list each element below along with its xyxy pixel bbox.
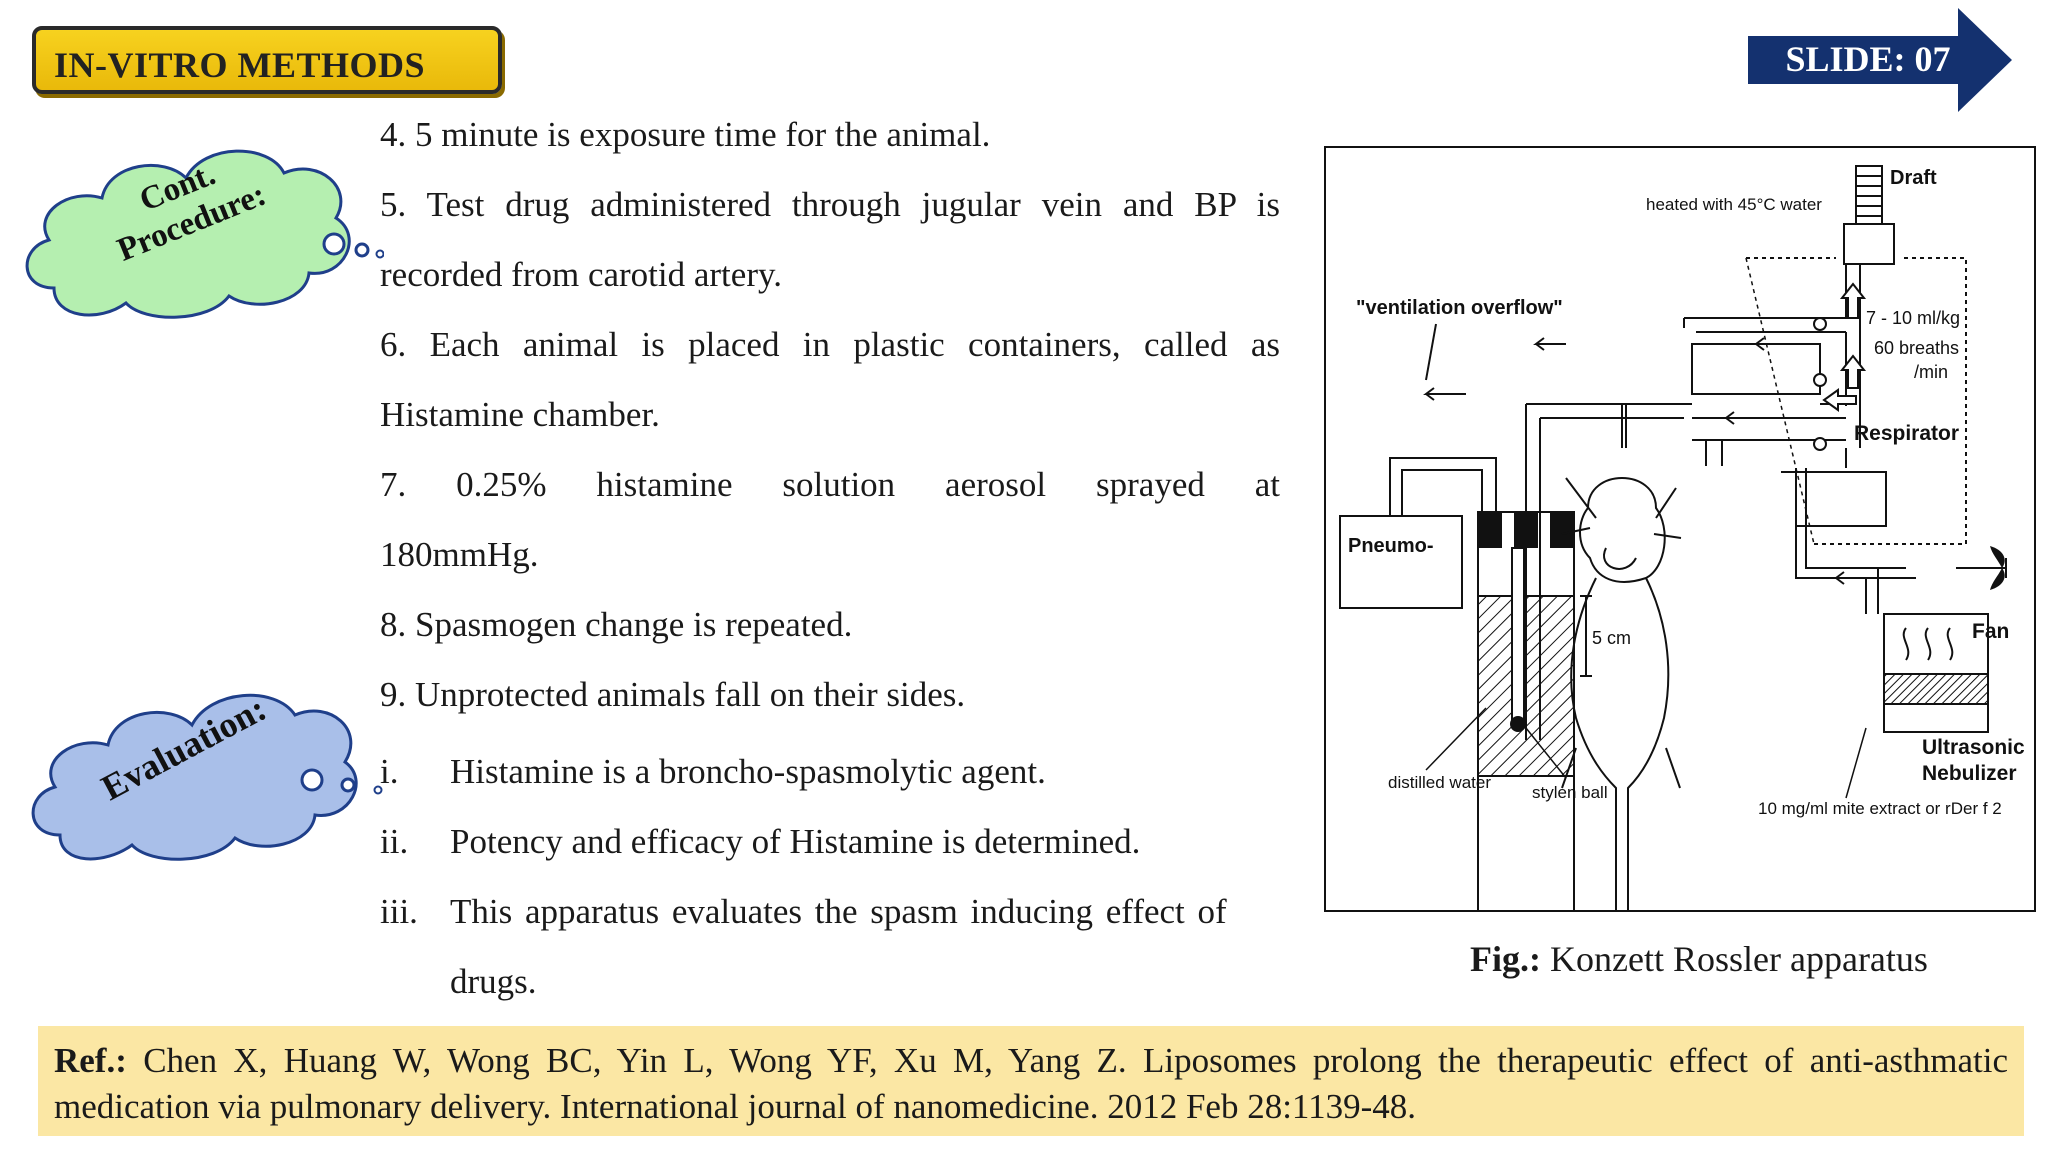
figure-frame: Draft heated with 45°C water (1324, 146, 2036, 917)
evaluation-item-text: Histamine is a broncho-spasmolytic agent… (450, 752, 1046, 791)
label-rate-volume: 7 - 10 ml/kg (1866, 308, 1960, 328)
procedure-step-7-line2: 180mmHg. (380, 535, 539, 574)
label-ultrasonic: Ultrasonic (1922, 736, 2025, 759)
evaluation-item-text: Potency and efficacy of Histamine is det… (450, 822, 1141, 861)
flow-arrows-small (1423, 337, 1866, 585)
label-distilled-water: distilled water (1388, 773, 1491, 792)
evaluation-item-number: ii. (380, 822, 409, 861)
konzett-rossler-diagram: Draft heated with 45°C water (1339, 165, 2025, 917)
evaluation-cloud (31, 693, 383, 861)
procedure-cloud (25, 149, 384, 319)
procedure-step-6-line1: 6. Each animal is placed in plastic cont… (380, 325, 1280, 364)
procedure-step-5-line2: recorded from carotid artery. (380, 255, 782, 294)
procedure-step-5-line1: 5. Test drug administered through jugula… (380, 185, 1280, 224)
draft-chimney (1843, 165, 1895, 265)
evaluation-item-text: drugs. (450, 962, 537, 1001)
reference-label: Ref.: (54, 1041, 127, 1080)
label-rate-breaths: 60 breaths (1874, 338, 1959, 358)
figure-caption: Fig.: Konzett Rossler apparatus (1324, 938, 2048, 980)
evaluation-item-text: This apparatus evaluates the spasm induc… (450, 892, 1227, 931)
label-pneumo: Pneumo- (1348, 535, 1434, 557)
label-rate-min: /min (1914, 362, 1948, 382)
reference-box: Ref.: Chen X, Huang W, Wong BC, Yin L, W… (38, 1026, 2024, 1136)
label-ventilation-overflow: "ventilation overflow" (1356, 297, 1563, 319)
evaluation-item-number: i. (380, 752, 399, 791)
procedure-step-9: 9. Unprotected animals fall on their sid… (380, 675, 966, 714)
label-mite-extract: 10 mg/ml mite extract or rDer f 2 (1758, 799, 2002, 818)
slide-number: SLIDE: 07 (1785, 39, 1951, 79)
figure-caption-text: Konzett Rossler apparatus (1541, 939, 1928, 979)
procedure-step-6-line2: Histamine chamber. (380, 395, 660, 434)
animal-figure (1561, 404, 1682, 910)
label-nebulizer: Nebulizer (1922, 762, 2017, 785)
evaluation-item-number: iii. (380, 892, 418, 931)
procedure-step-4: 4. 5 minute is exposure time for the ani… (380, 115, 991, 154)
label-stylen-ball: stylen ball (1532, 783, 1608, 802)
label-5cm: 5 cm (1592, 628, 1631, 648)
reference-text: Chen X, Huang W, Wong BC, Yin L, Wong YF… (54, 1041, 2008, 1126)
label-draft: Draft (1890, 167, 1937, 189)
slide-number-arrow (1748, 8, 2012, 112)
valves (1813, 317, 1827, 451)
label-heated: heated with 45°C water (1646, 195, 1822, 214)
section-title: IN-VITRO METHODS (54, 45, 426, 85)
label-fan: Fan (1972, 620, 2009, 643)
section-title-badge: IN-VITRO METHODS (32, 26, 502, 94)
procedure-step-8: 8. Spasmogen change is repeated. (380, 605, 853, 644)
procedure-step-7-line1: 7. 0.25% histamine solution aerosol spra… (380, 465, 1280, 504)
label-respirator: Respirator (1854, 422, 1959, 445)
figure-caption-label: Fig.: (1470, 939, 1542, 979)
flow-arrows (1822, 282, 1867, 412)
